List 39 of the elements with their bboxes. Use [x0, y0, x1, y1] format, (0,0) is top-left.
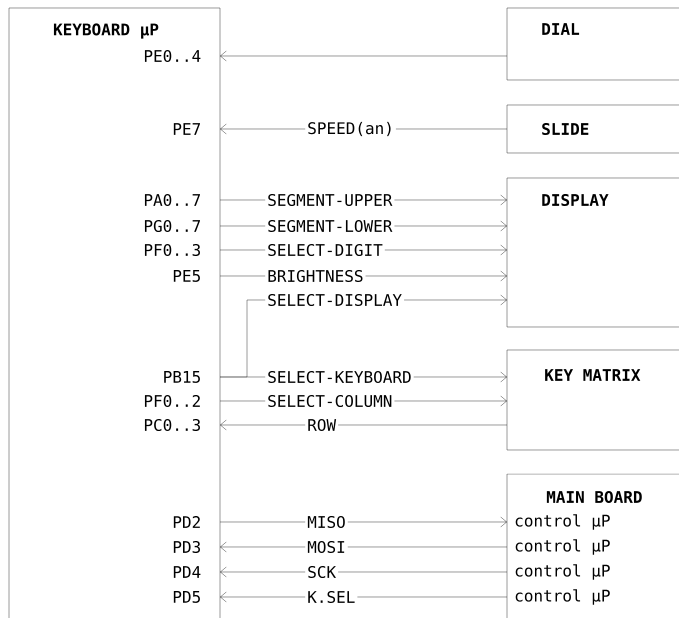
- pin-label: PD4: [174, 566, 200, 578]
- box-title: MAIN BOARD: [546, 490, 642, 504]
- pin-label: PE5: [174, 270, 200, 282]
- box-text: control μP: [516, 564, 610, 580]
- edge-label: SELECT-KEYBOARD: [265, 370, 414, 384]
- edge-label: SPEED(an): [305, 120, 396, 138]
- pin-label: PD5: [174, 591, 200, 603]
- edge-label: ROW: [305, 418, 338, 432]
- pin-label: PD3: [174, 540, 200, 554]
- box-text: control μP: [516, 539, 610, 555]
- signal-arrow: [220, 566, 508, 578]
- edge-label: SELECT-COLUMN: [265, 394, 394, 408]
- box-title: KEY MATRIX: [545, 369, 640, 381]
- edge-label: SEGMENT-LOWER: [265, 218, 394, 234]
- box-title: SLIDE: [542, 122, 588, 136]
- pin-label: PE0..4: [144, 50, 200, 62]
- edge-label: SELECT-DIGIT: [265, 242, 385, 258]
- edge-label: SELECT-DISPLAY: [265, 292, 404, 308]
- edge-label: SCK: [305, 564, 338, 580]
- pin-label: PG0..7: [144, 220, 200, 232]
- edge-label: K.SEL: [305, 590, 358, 604]
- pin-label: PF0..2: [144, 394, 200, 408]
- edge-label: SEGMENT-UPPER: [265, 192, 394, 208]
- box-title: DISPLAY: [542, 194, 609, 206]
- edge-label: BRIGHTNESS: [265, 268, 366, 284]
- signal-arrow: [220, 50, 508, 62]
- pin-label: PE7: [174, 123, 200, 135]
- pin-label: PB15: [164, 371, 200, 383]
- signal-arrow: [220, 420, 508, 430]
- pin-label: PA0..7: [144, 194, 200, 206]
- pin-label: PD2: [174, 516, 200, 528]
- box-title: KEYBOARD μP: [54, 23, 158, 39]
- box-title: DIAL: [542, 23, 580, 35]
- edge-label: MOSI: [305, 540, 348, 554]
- pin-label: PF0..3: [144, 244, 200, 256]
- box-text: control μP: [516, 514, 610, 530]
- pin-label: PC0..3: [144, 418, 200, 432]
- edge-label: MISO: [305, 514, 348, 530]
- box-text: control μP: [516, 589, 610, 605]
